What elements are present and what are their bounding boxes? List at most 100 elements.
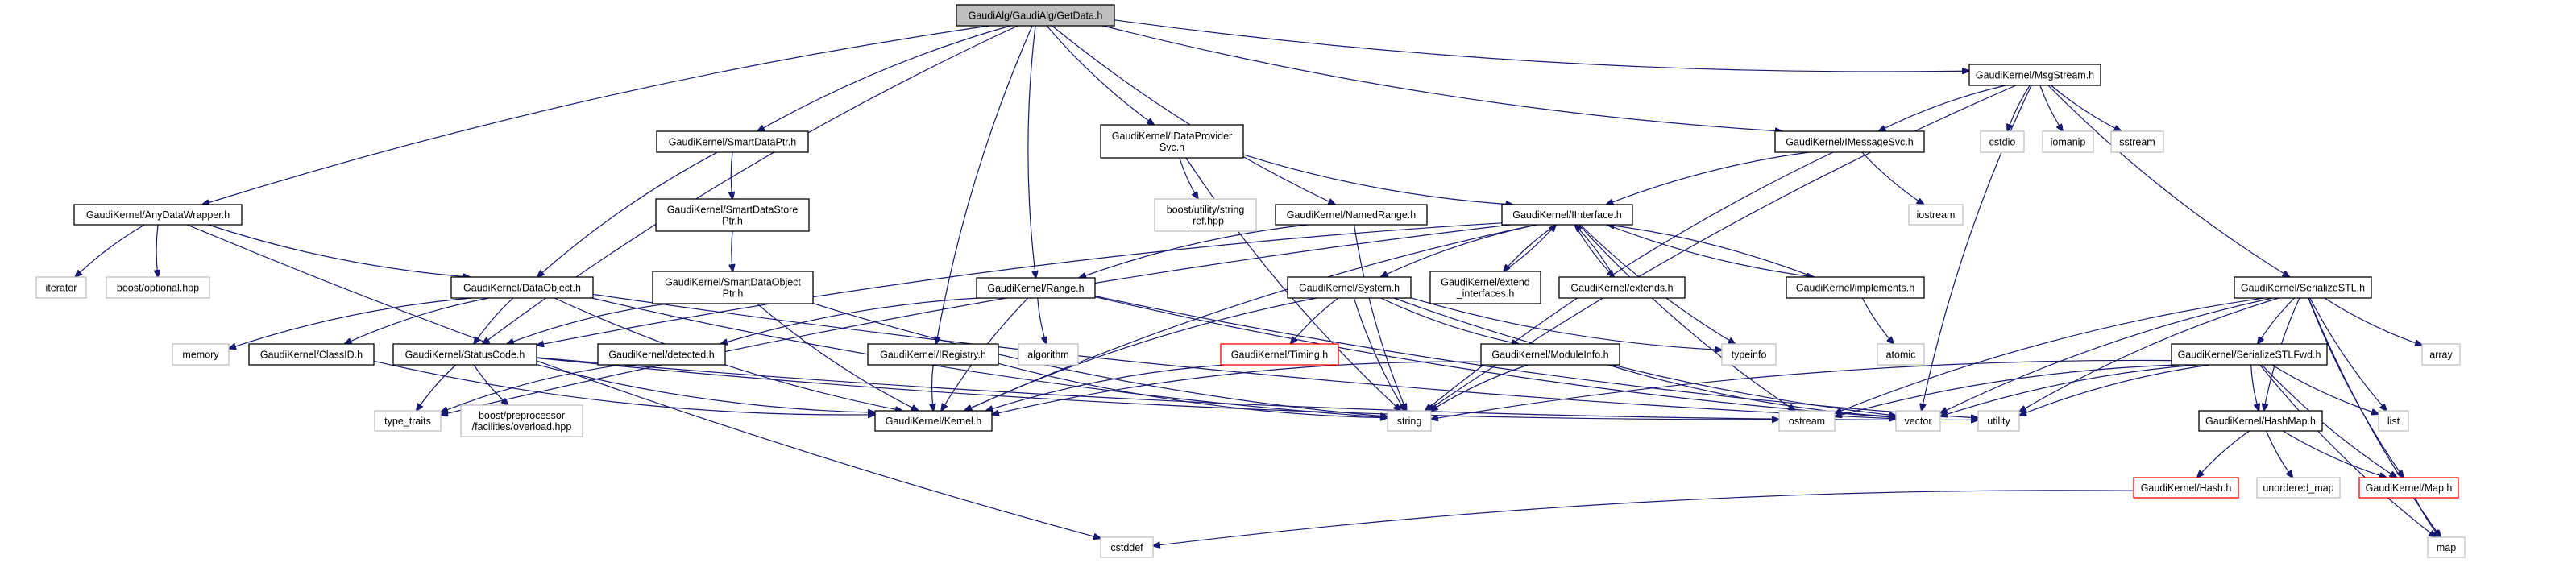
node-label: ostream [1789,416,1825,427]
node-anydatawrapper[interactable]: GaudiKernel/AnyDataWrapper.h [73,204,243,226]
edge-root-to-anydatawrapper [202,25,989,205]
edge-iinterface-to-kernel [964,224,1537,411]
edge-moduleinfo-to-string [1431,364,1529,411]
node-box [1778,410,1836,432]
node-box [73,204,243,226]
edge-serializestl-to-map-h [2308,297,2404,478]
node-timing[interactable]: GaudiKernel/Timing.h [1220,343,1339,366]
node-cstdio: cstdio [1980,130,2025,153]
node-box [1774,130,1925,153]
edge-timing-to-kernel [986,364,1226,411]
node-label: GaudiKernel/detected.h [608,350,714,361]
node-box [1786,276,1925,299]
node-label: cstdio [1989,137,2016,148]
node-box [1429,271,1541,304]
node-boost-optional: boost/optional.hpp [106,276,210,299]
node-msgstream[interactable]: GaudiKernel/MsgStream.h [1968,64,2101,86]
node-label: type_traits [384,416,431,427]
node-moduleinfo[interactable]: GaudiKernel/ModuleInfo.h [1480,343,1620,366]
node-box [1287,276,1412,299]
node-label: GaudiKernel/SmartDataObject [665,277,801,288]
node-extends[interactable]: GaudiKernel/extends.h [1558,276,1686,299]
node-box [867,343,999,366]
edge-msgstream-to-iomanip [2039,85,2063,131]
node-label: GaudiKernel/SmartDataStore [667,205,799,216]
node-iinterface[interactable]: GaudiKernel/IInterface.h [1501,204,1633,226]
node-label: boost/optional.hpp [117,283,199,294]
node-box [2358,477,2459,499]
edge-serializestlfwd-to-ostream [1835,364,2180,416]
edge-implements-to-iinterface [1607,225,1815,278]
node-label: utility [1987,416,2010,427]
edge-detected-to-type-traits [441,364,622,412]
node-ostream: ostream [1778,410,1836,432]
edge-serializestlfwd-to-string [1431,359,2172,419]
node-label: GaudiKernel/ClassID.h [260,350,363,361]
edge-smartdataobjectptr-to-statuscode [507,303,669,344]
edge-statuscode-to-type-traits [417,364,457,411]
node-hashmap[interactable]: GaudiKernel/HashMap.h [2198,410,2323,432]
edge-serializestlfwd-to-list [2271,364,2379,414]
node-box [1387,410,1432,432]
node-box [597,343,726,366]
node-kernel[interactable]: GaudiKernel/Kernel.h [874,410,993,432]
edge-iinterface-to-system [1380,224,1537,277]
node-serializestl[interactable]: GaudiKernel/SerializeSTL.h [2234,276,2372,299]
edge-statuscode-to-utility [536,357,1978,420]
edge-moduleinfo-to-vector [1607,364,1896,417]
edge-msgstream-to-cstdio [2007,85,2031,131]
edge-iregistry-to-kernel [932,364,934,411]
edges-layer [75,19,2441,546]
node-iregistry[interactable]: GaudiKernel/IRegistry.h [867,343,999,366]
edge-dataobject-to-statuscode [474,297,514,344]
node-statuscode[interactable]: GaudiKernel/StatusCode.h [392,343,537,366]
node-atomic: atomic [1877,343,1925,366]
node-label: GaudiKernel/Hash.h [2141,482,2232,494]
node-string: string [1387,410,1432,432]
node-box [956,4,1115,27]
node-box [2133,477,2239,499]
node-box [1980,130,2025,153]
node-label: GaudiKernel/IInterface.h [1512,209,1622,221]
edge-root-to-namedrange [1052,25,1336,205]
edge-system-to-moduleinfo [1380,297,1519,344]
node-box [1480,343,1620,366]
node-range[interactable]: GaudiKernel/Range.h [976,277,1096,299]
node-hash[interactable]: GaudiKernel/Hash.h [2133,477,2239,499]
node-serializestlfwd[interactable]: GaudiKernel/SerializeSTLFwd.h [2171,343,2328,366]
edge-iregistry-to-string [998,362,1388,417]
node-label: string [1397,416,1422,427]
node-imessagesvc[interactable]: GaudiKernel/IMessageSvc.h [1774,130,1925,153]
node-box [1100,536,1154,558]
node-label: GaudiKernel/DataObject.h [463,283,581,294]
node-dataobject[interactable]: GaudiKernel/DataObject.h [450,276,594,299]
node-list: list [2378,410,2409,432]
node-box [172,343,230,366]
node-root[interactable]: GaudiAlg/GaudiAlg/GetData.h [956,4,1115,27]
edge-iinterface-to-implements [1607,224,1814,277]
node-implements[interactable]: GaudiKernel/implements.h [1786,276,1925,299]
edge-system-to-typeinfo [1410,297,1722,350]
node-system[interactable]: GaudiKernel/System.h [1287,276,1412,299]
node-namedrange[interactable]: GaudiKernel/NamedRange.h [1275,204,1428,226]
node-cstddef: cstddef [1100,536,1154,558]
edge-serializestlfwd-to-map-h [2261,364,2396,478]
node-smartdataptr[interactable]: GaudiKernel/SmartDataPtr.h [656,130,809,153]
node-label: GaudiKernel/AnyDataWrapper.h [86,209,230,221]
node-classid[interactable]: GaudiKernel/ClassID.h [248,343,375,366]
edge-system-to-timing [1291,297,1339,344]
node-box [874,410,993,432]
node-map-h[interactable]: GaudiKernel/Map.h [2358,477,2459,499]
node-type-traits: type_traits [374,410,442,432]
node-label: GaudiKernel/implements.h [1796,283,1914,294]
node-extend-interfaces[interactable]: GaudiKernel/extend_interfaces.h [1429,271,1541,304]
edge-statuscode-to-ostream [536,357,1779,419]
node-detected[interactable]: GaudiKernel/detected.h [597,343,726,366]
node-label: GaudiKernel/Timing.h [1231,350,1328,361]
edge-smartdataptr-to-smartdatastoreptr [731,151,732,199]
edge-serializestl-to-utility [2019,297,2279,412]
